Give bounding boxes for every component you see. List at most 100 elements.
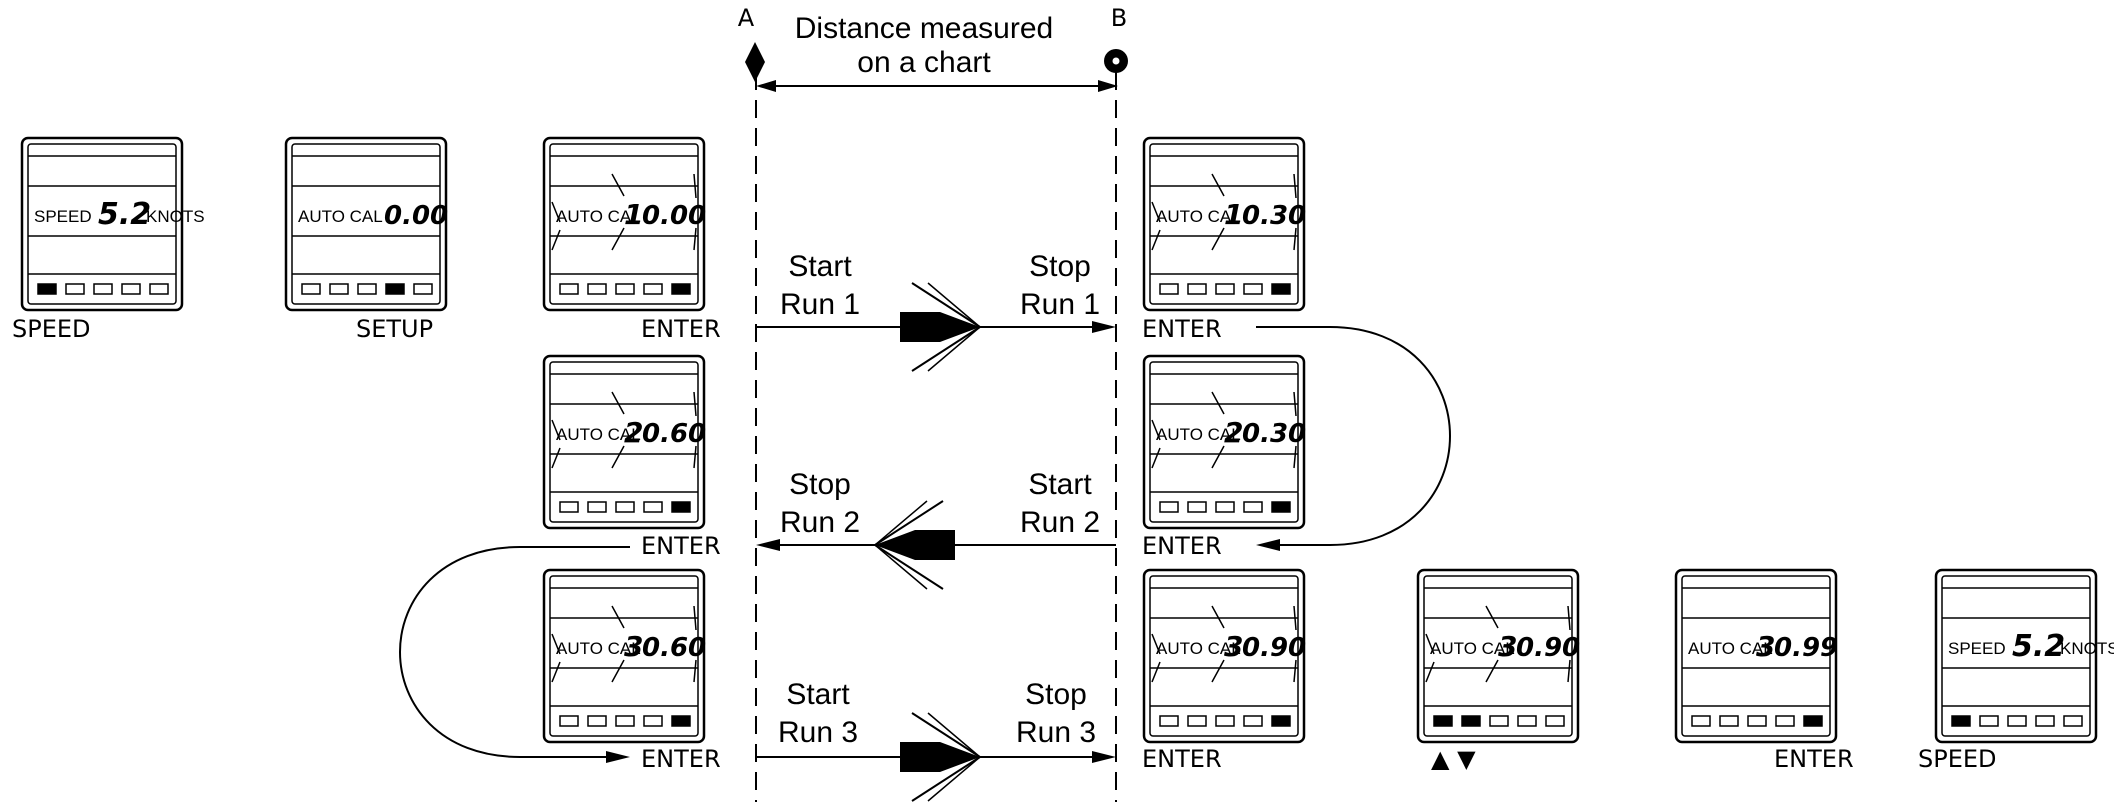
display-bezel bbox=[1934, 568, 2098, 744]
display-button-4[interactable] bbox=[643, 283, 663, 295]
run1-stop-run-label: Run 1 bbox=[1020, 288, 1100, 321]
display-button-2[interactable] bbox=[1187, 715, 1207, 727]
display-button-1[interactable] bbox=[1159, 715, 1179, 727]
lcd-run-number: 2 bbox=[1224, 416, 1243, 449]
display-button-3[interactable] bbox=[1489, 715, 1509, 727]
display-button-3[interactable] bbox=[615, 715, 635, 727]
lcd-cal-value: 0.60 bbox=[642, 419, 706, 449]
lcd-cal-value: 0.90 bbox=[1242, 633, 1306, 663]
display-button-5[interactable] bbox=[671, 715, 691, 727]
enter-label-4: ENTER bbox=[1142, 532, 1222, 560]
flash-mark bbox=[693, 391, 697, 417]
display-button-5[interactable] bbox=[149, 283, 169, 295]
lcd-run-number: 3 bbox=[1756, 630, 1775, 663]
flash-mark bbox=[693, 227, 697, 251]
display-button-4[interactable] bbox=[2035, 715, 2055, 727]
display-button-1[interactable] bbox=[559, 715, 579, 727]
display-button-2[interactable] bbox=[1461, 715, 1481, 727]
display-button-5[interactable] bbox=[1271, 283, 1291, 295]
lcd-run-number: 1 bbox=[624, 198, 643, 231]
flash-mark bbox=[551, 633, 561, 655]
display-button-5[interactable] bbox=[2063, 715, 2083, 727]
display-button-3[interactable] bbox=[1215, 501, 1235, 513]
flash-mark bbox=[611, 445, 625, 469]
lcd-autocal-label: AUTO CAL bbox=[556, 207, 641, 226]
display-button-4[interactable] bbox=[1243, 501, 1263, 513]
display-button-2[interactable] bbox=[1979, 715, 1999, 727]
display-button-3[interactable] bbox=[2007, 715, 2027, 727]
display-button-2[interactable] bbox=[1719, 715, 1739, 727]
display-button-2[interactable] bbox=[587, 283, 607, 295]
flash-mark bbox=[1151, 633, 1161, 655]
flash-mark bbox=[1151, 661, 1161, 683]
display-button-4[interactable] bbox=[1775, 715, 1795, 727]
flash-mark bbox=[1211, 227, 1225, 251]
display-button-2[interactable] bbox=[587, 715, 607, 727]
run3-start-run-label: Run 3 bbox=[778, 716, 858, 749]
display-button-5[interactable] bbox=[413, 283, 433, 295]
display-button-5[interactable] bbox=[1271, 501, 1291, 513]
display-bezel bbox=[1416, 568, 1580, 744]
flash-mark bbox=[1293, 173, 1297, 199]
run3-start-label: Start bbox=[786, 678, 850, 711]
display-button-1[interactable] bbox=[1951, 715, 1971, 727]
point-a-label: A bbox=[738, 4, 755, 32]
display-button-4[interactable] bbox=[385, 283, 405, 295]
display-button-3[interactable] bbox=[1747, 715, 1767, 727]
lcd-units: KNOTS bbox=[2060, 639, 2114, 658]
display-button-2[interactable] bbox=[587, 501, 607, 513]
display-button-5[interactable] bbox=[671, 283, 691, 295]
display-button-3[interactable] bbox=[1215, 715, 1235, 727]
display-button-3[interactable] bbox=[357, 283, 377, 295]
display-bezel bbox=[1142, 136, 1306, 312]
run1-start-run-label: Run 1 bbox=[780, 288, 860, 321]
display-button-4[interactable] bbox=[1517, 715, 1537, 727]
display-button-2[interactable] bbox=[1187, 501, 1207, 513]
display-bezel bbox=[542, 354, 706, 530]
display-button-4[interactable] bbox=[121, 283, 141, 295]
display-button-2[interactable] bbox=[1187, 283, 1207, 295]
display-button-5[interactable] bbox=[1545, 715, 1565, 727]
lcd-run-number: 3 bbox=[1498, 630, 1517, 663]
display-button-3[interactable] bbox=[615, 283, 635, 295]
lcd-cal-value: 0.60 bbox=[642, 633, 706, 663]
lcd-speed-label: SPEED bbox=[1948, 639, 2006, 658]
flash-mark bbox=[1151, 229, 1161, 251]
display-button-4[interactable] bbox=[1243, 715, 1263, 727]
display-button-5[interactable] bbox=[1271, 715, 1291, 727]
display-button-1[interactable] bbox=[1159, 283, 1179, 295]
lcd-cal-value: 0.30 bbox=[1242, 419, 1306, 449]
display-button-1[interactable] bbox=[301, 283, 321, 295]
display-button-1[interactable] bbox=[559, 501, 579, 513]
display-button-1[interactable] bbox=[559, 283, 579, 295]
display-button-4[interactable] bbox=[1243, 283, 1263, 295]
display-button-2[interactable] bbox=[65, 283, 85, 295]
lcd-autocal-label: AUTO CAL bbox=[1156, 639, 1241, 658]
flash-mark bbox=[1151, 419, 1161, 441]
display-button-4[interactable] bbox=[643, 501, 663, 513]
lcd-autocal-label: AUTO CAL bbox=[1156, 425, 1241, 444]
display-button-3[interactable] bbox=[615, 501, 635, 513]
display-button-5[interactable] bbox=[1803, 715, 1823, 727]
display-button-5[interactable] bbox=[671, 501, 691, 513]
display-button-3[interactable] bbox=[93, 283, 113, 295]
speed-button-label: SPEED bbox=[12, 315, 91, 343]
display-button-2[interactable] bbox=[329, 283, 349, 295]
lcd-autocal-label: AUTO CAL bbox=[556, 425, 641, 444]
connector-left bbox=[399, 546, 630, 758]
display-button-3[interactable] bbox=[1215, 283, 1235, 295]
lcd-units: KNOTS bbox=[146, 207, 205, 226]
display-button-1[interactable] bbox=[1159, 501, 1179, 513]
display-button-1[interactable] bbox=[1433, 715, 1453, 727]
display-button-1[interactable] bbox=[37, 283, 57, 295]
display-button-4[interactable] bbox=[643, 715, 663, 727]
up-down-label: ▲ ▼ bbox=[1431, 745, 1476, 773]
flash-mark bbox=[1293, 227, 1297, 251]
display-button-1[interactable] bbox=[1691, 715, 1711, 727]
